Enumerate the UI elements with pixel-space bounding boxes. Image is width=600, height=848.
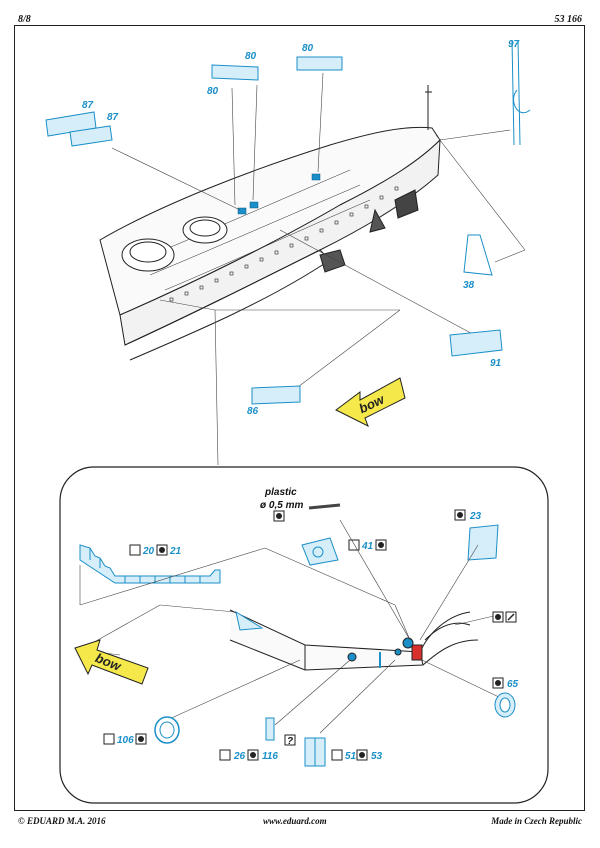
fold-icon xyxy=(129,544,141,556)
plastic-rod xyxy=(308,503,341,510)
part-number-21: 21 xyxy=(169,546,182,557)
leader-lines-top xyxy=(111,72,526,466)
part-number-91: 91 xyxy=(490,358,502,369)
page-frame xyxy=(14,25,585,811)
part-number-86: 86 xyxy=(247,406,259,417)
part-number-80: 80 xyxy=(245,51,257,62)
part-number-20: 20 xyxy=(142,546,155,557)
panel-part-23 xyxy=(467,524,499,561)
bracket-part-41 xyxy=(301,537,339,566)
part-number-38: 38 xyxy=(463,280,475,291)
unknown-icon xyxy=(284,734,296,746)
part-number-65: 65 xyxy=(507,679,519,690)
website: www.eduard.com xyxy=(263,816,327,826)
railing-part xyxy=(79,544,221,584)
detail-panel xyxy=(59,466,549,804)
part-number-41: 41 xyxy=(361,541,374,552)
part-number-23: 23 xyxy=(469,511,482,522)
page-number: 8/8 xyxy=(18,14,31,25)
part-number-97: 97 xyxy=(508,39,520,50)
diameter-label: ø 0,5 mm xyxy=(260,500,303,511)
fold-icon xyxy=(348,539,360,551)
copyright: © EDUARD M.A. 2016 xyxy=(18,816,106,826)
kit-number: 53 166 xyxy=(554,14,583,25)
bow-arrow-top: bow xyxy=(335,377,406,428)
part-number-80: 80 xyxy=(302,43,314,54)
small-etch-part xyxy=(235,610,264,631)
ring-part-106 xyxy=(154,716,180,744)
bow-arrow-detail: bow xyxy=(74,639,149,685)
ship-hull xyxy=(99,85,441,361)
plastic-label: plastic xyxy=(264,487,297,498)
unknown-mark: ? xyxy=(287,736,293,747)
part-number-106: 106 xyxy=(117,735,134,746)
part-number-87: 87 xyxy=(107,112,119,123)
part-number-116: 116 xyxy=(262,751,278,762)
ladder-part-26 xyxy=(265,717,275,741)
origin: Made in Czech Republic xyxy=(491,816,582,826)
part-number-87: 87 xyxy=(82,100,94,111)
fold-icon xyxy=(219,749,231,761)
fold-icon xyxy=(103,733,115,745)
part-number-51: 51 xyxy=(345,751,357,762)
part-number-53: 53 xyxy=(371,751,383,762)
part-number-80: 80 xyxy=(207,86,219,97)
fold-icon xyxy=(331,749,343,761)
part-number-26: 26 xyxy=(233,751,246,762)
detail-hull-section xyxy=(229,609,479,671)
deck-etch-parts xyxy=(237,173,321,215)
etch-part-shapes-top xyxy=(45,39,531,405)
